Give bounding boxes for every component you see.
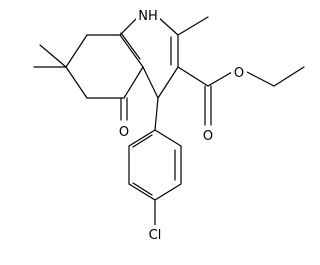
bond-c7-c6	[65, 66, 88, 99]
ester-ether-oxygen-label: O	[234, 66, 244, 81]
ketone-oxygen-label: O	[119, 125, 129, 140]
bond-n1-c2	[157, 16, 179, 36]
chlorine-label: Cl	[149, 228, 162, 243]
cyclohexenone-ring	[65, 32, 144, 99]
bond-o-ch2	[246, 71, 275, 87]
bond-c4a-c8a-double	[120, 32, 141, 60]
bond-c4-aryl	[154, 97, 159, 131]
bond-carbonyl-o	[207, 71, 233, 87]
ester-carbonyl-oxygen-label: O	[203, 129, 213, 144]
nh-label: NH	[138, 9, 158, 24]
chlorophenyl-ring	[128, 97, 182, 226]
gem-dimethyl	[33, 44, 67, 68]
bond-c8-c7	[65, 34, 88, 68]
ar-bond-4	[128, 183, 156, 201]
ketone-group	[120, 97, 128, 121]
bond-c8a-n1	[119, 16, 139, 36]
bond-c3-carbonyl	[177, 66, 209, 87]
ar-bond-3	[154, 183, 182, 201]
ethyl-ester	[177, 66, 305, 126]
bond-c3-c4	[157, 66, 179, 99]
ar-bond-1	[154, 129, 182, 147]
atom-labels: NH O O O Cl	[117, 6, 247, 243]
ar-double-2	[132, 182, 153, 196]
dihydropyridine-ring	[119, 16, 179, 99]
ar-bond-6	[128, 129, 156, 147]
bond-ch2-ch3	[273, 66, 305, 87]
bond-c4-c4a	[142, 66, 159, 99]
c2-methyl-bond	[177, 16, 209, 36]
bond-c4a-c8a	[119, 34, 144, 68]
methyl-bond-upper	[39, 44, 67, 68]
bond-c5-c4a	[123, 66, 144, 99]
ar-double-3	[132, 134, 153, 148]
